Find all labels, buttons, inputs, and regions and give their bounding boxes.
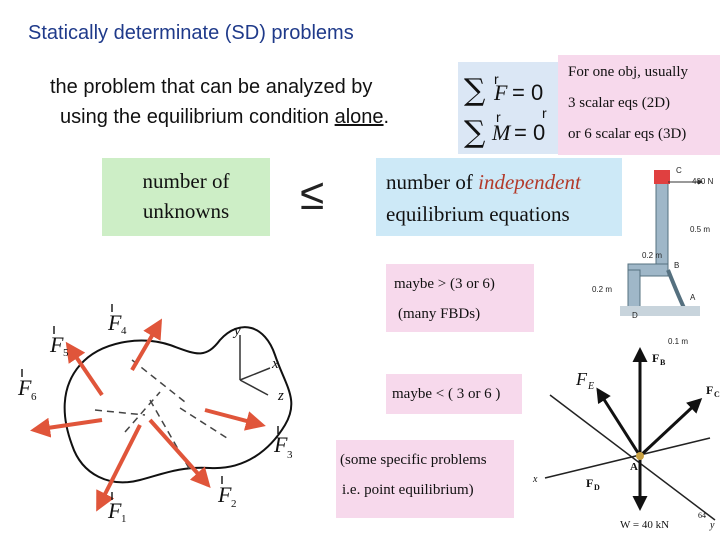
vector-mark-zero: r <box>542 105 547 121</box>
particle-axis-y: y <box>709 520 715 531</box>
force-sub-f6: 6 <box>31 391 37 403</box>
force-equals-zero: = 0 <box>512 80 543 105</box>
unknowns-line-2: unknowns <box>142 199 230 223</box>
force-sub-fc: C <box>714 390 720 399</box>
force-sub-f3: 3 <box>287 449 293 461</box>
force-label-f6: F <box>17 375 32 400</box>
note-line-1: For one obj, usually <box>568 64 688 80</box>
title-prefix: Statically determinate <box>28 22 225 44</box>
particle-a <box>636 452 644 460</box>
specific-problems-box: (some specific problems i.e. point equil… <box>336 440 514 518</box>
rigid-body-outline <box>63 326 293 484</box>
point-d-label: D <box>632 311 638 320</box>
maybe-less-box: maybe < ( 3 or 6 ) <box>386 374 522 414</box>
force-arrow-f1 <box>96 424 142 512</box>
equations-line-1-prefix: number of <box>386 170 479 194</box>
load-label: 400 N <box>692 177 714 186</box>
particle-axes <box>544 394 716 521</box>
force-sub-f5: 5 <box>63 347 69 359</box>
force-label-fe: F <box>575 369 588 389</box>
specific-line-2: i.e. point equilibrium) <box>342 482 474 498</box>
maybe-less-line-1: maybe < ( 3 or 6 ) <box>392 386 501 402</box>
less-or-equal-operator: ≤ <box>300 170 325 219</box>
maybe-greater-box: maybe > (3 or 6) (many FBDs) <box>386 264 534 332</box>
frame-member <box>620 170 700 316</box>
note-line-3: or 6 scalar eqs (3D) <box>568 126 687 142</box>
page-number: 64 <box>698 511 706 520</box>
force-sub-f2: 2 <box>231 498 237 510</box>
independent-word: independent <box>478 170 581 194</box>
force-symbol: F <box>493 80 508 105</box>
equilibrium-equations: ∑ r F = 0 r ∑ r M = 0 <box>464 71 547 150</box>
force-label-f2: F <box>217 482 232 507</box>
intro-line-1: the problem that can be analyzed by <box>50 76 373 98</box>
force-sub-f4: 4 <box>121 325 127 337</box>
unknowns-line-1: number of <box>142 169 230 193</box>
sum-symbol-moment: ∑ <box>464 115 486 150</box>
unknowns-box: number of unknowns <box>102 158 270 236</box>
force-sub-fb: B <box>660 358 666 367</box>
force-arrow-f3 <box>204 408 266 431</box>
intro-line-2-after: . <box>383 106 390 128</box>
vector-mark-moment: r <box>496 109 501 125</box>
title-suffix: problems <box>265 22 354 44</box>
dimension-0-2-top: 0.2 m <box>642 251 662 260</box>
point-a-particle-label: A <box>630 461 638 473</box>
intro-line-2-before: using the equilibrium condition <box>60 106 335 128</box>
point-a-label: A <box>690 293 696 302</box>
vector-mark-force: r <box>494 71 499 87</box>
scalar-equations-note: For one obj, usually 3 scalar eqs (2D) o… <box>558 55 720 155</box>
maybe-greater-line-2: (many FBDs) <box>398 306 481 322</box>
dimension-0-5: 0.5 m <box>690 225 710 234</box>
force-label-fc: F <box>706 383 713 397</box>
equations-line-1: number of independent <box>386 166 581 198</box>
point-b-label: B <box>674 261 679 270</box>
force-arrow-fe <box>596 387 642 457</box>
force-label-fb: F <box>652 351 659 365</box>
force-arrow-f4 <box>130 318 163 372</box>
title-abbr: (SD) <box>224 22 266 44</box>
force-sub-fe: E <box>587 381 594 392</box>
slide-title: Statically determinate (SD) problems <box>28 22 354 45</box>
moment-symbol: M <box>491 120 512 145</box>
force-label-f5: F <box>49 332 64 357</box>
axis-label-y: y <box>232 323 241 339</box>
coordinate-axes <box>239 335 271 396</box>
force-arrow-f6 <box>30 417 103 438</box>
axis-label-z: z <box>277 388 284 404</box>
equilibrium-equations-box: ∑ r F = 0 r ∑ r M = 0 <box>458 62 558 154</box>
force-line-of-action-lines <box>94 359 231 471</box>
force-arrow-f5 <box>65 341 104 397</box>
particle-axis-x: x <box>532 474 538 485</box>
axis-label-x: x <box>271 356 279 372</box>
independent-equations-box: number of independent equilibrium equati… <box>376 158 622 236</box>
dimension-0-2-side: 0.2 m <box>592 285 612 294</box>
specific-line-1: (some specific problems <box>340 452 487 468</box>
point-c-label: C <box>676 166 682 175</box>
intro-line-2: using the equilibrium condition alone. <box>60 102 389 132</box>
moment-equals-zero: = 0 <box>514 120 545 145</box>
maybe-greater-line-1: maybe > (3 or 6) <box>394 276 495 292</box>
intro-underlined-word: alone <box>334 106 384 128</box>
force-label-f3: F <box>273 432 288 457</box>
note-line-2: 3 scalar eqs (2D) <box>568 95 671 111</box>
force-arrow-f2 <box>148 418 211 488</box>
force-arrow-fc <box>638 397 703 458</box>
force-sub-f1: 1 <box>121 513 127 525</box>
dimension-0-1: 0.1 m <box>668 337 688 346</box>
force-label-f4: F <box>107 310 122 335</box>
sum-symbol-force: ∑ <box>464 73 486 108</box>
weight-label: W = 40 kN <box>620 519 669 531</box>
equations-line-2: equilibrium equations <box>386 202 570 226</box>
force-label-fd: F <box>586 476 593 490</box>
force-label-f1: F <box>107 498 122 523</box>
force-sub-fd: D <box>594 483 600 492</box>
